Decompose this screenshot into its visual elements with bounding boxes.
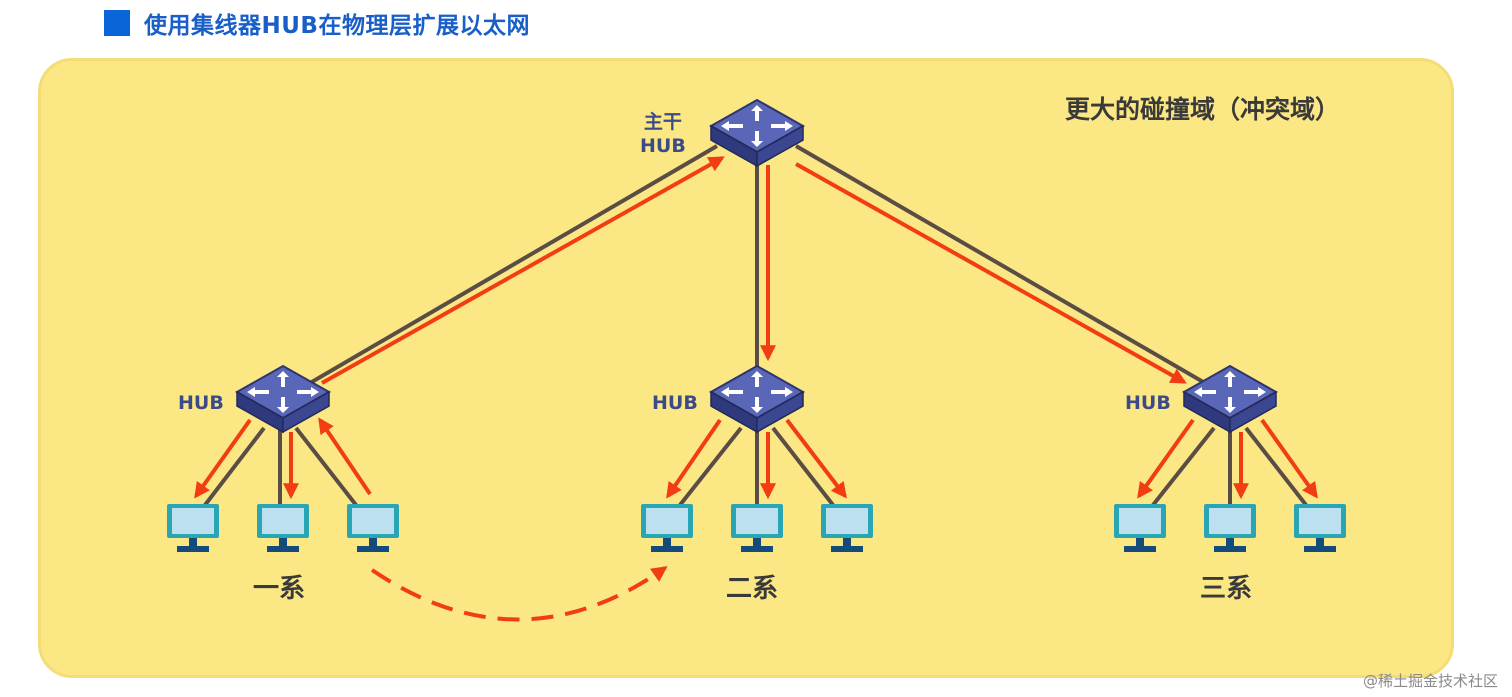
- heading-bullet-icon: [104, 10, 130, 36]
- computer-icon: [821, 504, 873, 552]
- hub-label-dept1: HUB: [178, 392, 224, 414]
- collision-domain-label: 更大的碰撞域（冲突域）: [1065, 95, 1341, 124]
- department-label-1: 一系: [253, 574, 306, 604]
- heading-text: 使用集线器HUB在物理层扩展以太网: [144, 13, 530, 39]
- collision-domain-panel: [38, 58, 1454, 678]
- backbone-hub-label: 主干 HUB: [640, 110, 686, 158]
- links: [203, 144, 1308, 507]
- computer-icon: [641, 504, 693, 552]
- backbone-hub-icon: [710, 99, 804, 167]
- computer-icon: [167, 504, 219, 552]
- backbone-hub-label-line2: HUB: [640, 135, 686, 157]
- hub-label-dept2: HUB: [652, 392, 698, 414]
- signal-arrows: [194, 156, 1318, 622]
- computer-icon: [1114, 504, 1166, 552]
- computer-icon: [257, 504, 309, 552]
- watermark: @稀土掘金技术社区: [1362, 672, 1498, 690]
- department-label-2: 二系: [726, 574, 779, 604]
- computer-icon: [1204, 504, 1256, 552]
- hub-label-dept3: HUB: [1125, 392, 1171, 414]
- computer-icon: [731, 504, 783, 552]
- department-label-3: 三系: [1200, 574, 1253, 604]
- computer-icon: [347, 504, 399, 552]
- backbone-hub-label-line1: 主干: [643, 111, 682, 133]
- heading: 使用集线器HUB在物理层扩展以太网: [104, 6, 530, 40]
- computer-icon: [1294, 504, 1346, 552]
